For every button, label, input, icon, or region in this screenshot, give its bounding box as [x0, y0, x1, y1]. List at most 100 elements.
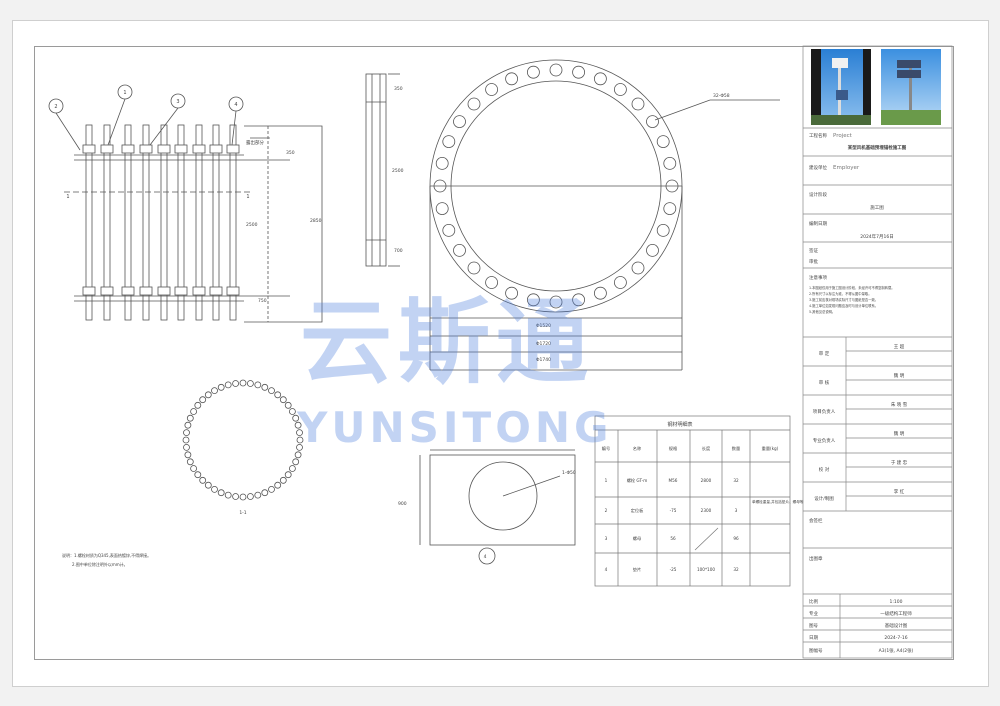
flange-bolt-hole [442, 135, 456, 149]
tb-note-3: 3.施工前应核对现场实际尺寸与图纸是否一致。 [809, 297, 878, 302]
flange-bolt-hole [442, 223, 456, 237]
flange-bolt-hole [572, 293, 585, 307]
flange-plan [429, 59, 780, 371]
flange-bolt-hole [572, 65, 585, 79]
flange-bolt-hole [663, 202, 677, 216]
tb-role-name-1: 魏 明 [894, 372, 905, 379]
flange-bolt-hole [467, 261, 481, 275]
drawing-note-1: 说明：1.螺栓材质为Q345,表面热镀锌,不得焊接。 [62, 552, 151, 558]
ring-bolt [211, 485, 218, 493]
flange-bolt-hole [549, 295, 563, 309]
mt-r1-c2: -75 [670, 508, 677, 513]
flange-bolt-hole [594, 286, 607, 300]
plate-balloon: 4 [484, 554, 487, 560]
mt-head-0: 编号 [602, 445, 610, 452]
flange-bolt-hole [549, 63, 563, 77]
tb-stage-value: 施工图 [870, 204, 884, 211]
tb-project-label: 工程名称 [809, 132, 827, 139]
nuts-bottom [82, 286, 240, 296]
ring-bolt [292, 458, 300, 466]
ring-bolt [190, 408, 198, 415]
tb-revision-label: 出图章 [809, 555, 823, 562]
tb-role-2: 项目负责人 [813, 408, 836, 415]
flange-bolt-hole [453, 243, 466, 257]
flange-bolt-hole [435, 202, 449, 216]
balloon-4: 4 [234, 102, 237, 108]
tb-date-label: 编制日期 [809, 220, 827, 227]
mt-head-5: 重量(kg) [762, 445, 779, 452]
ring-bolt [184, 421, 192, 429]
tb-sign-label: 会签栏 [809, 517, 823, 524]
flange-bolt-hole [453, 115, 466, 128]
tb-stage-label: 设计阶段 [809, 191, 827, 198]
ring-bolt [199, 476, 207, 484]
balloon-1: 1 [123, 90, 126, 96]
ring-bolt [190, 465, 198, 472]
bolt-ring-section [182, 379, 304, 501]
ring-bolt [239, 493, 247, 501]
ring-bolt [292, 414, 300, 422]
ring-bolt [279, 476, 287, 484]
section-mark-right: 1 [246, 194, 249, 200]
bolt-rods [85, 124, 237, 321]
flange-bolt-hole [467, 97, 481, 111]
flange-dia-3: Φ1740 [536, 357, 551, 363]
mt-r0-c0: 1 [605, 478, 608, 483]
bolt-dim-350: 350 [286, 150, 295, 156]
mt-r0-c2: M56 [669, 478, 678, 483]
ring-bolt [199, 396, 207, 404]
ring-bolt [183, 443, 190, 451]
tb-role-0: 审 定 [819, 350, 830, 357]
section-mark-left: 1 [66, 194, 69, 200]
flange-bolt-hole [505, 286, 519, 300]
mt-head-3: 长度 [702, 445, 711, 452]
rod-detail [365, 73, 400, 267]
tb-footer-label-4: 图幅号 [809, 647, 823, 654]
ring-bolt [294, 451, 302, 459]
ring-bolt [288, 408, 296, 415]
mt-r2-c2: 56 [670, 536, 676, 541]
drawing-note-2: 2.图中单位除注明外以mm计。 [72, 561, 128, 567]
mt-r3-c3: 100*100 [697, 567, 715, 572]
tb-footer-value-4: A3(1张, A4(2张) [879, 647, 914, 654]
flange-bolt-hole [646, 115, 659, 128]
flange-callout: 32-Φ58 [713, 93, 730, 99]
tb-role-3: 专业负责人 [813, 437, 836, 444]
flange-bolt-hole [485, 276, 499, 289]
tb-role-name-0: 王 超 [894, 343, 905, 350]
tb-client-en: Employer [833, 165, 860, 171]
mt-r2-c0: 3 [605, 536, 608, 541]
drawing-sheet [12, 20, 989, 687]
ring-bolt [186, 458, 194, 466]
mt-r1-c4: 3 [735, 508, 738, 513]
flange-bolt-hole [665, 179, 679, 193]
tb-footer-label-1: 专业 [809, 610, 818, 617]
ring-bolt [224, 381, 232, 389]
flange-bolt-hole [631, 261, 645, 275]
mt-r0-c1: 螺栓 GT-m [627, 477, 648, 484]
mt-r3-c1: 垫片 [633, 566, 641, 573]
ring-bolt [268, 485, 275, 493]
tb-footer-label-2: 图号 [809, 623, 818, 629]
tb-role-name-4: 于 建 忠 [891, 459, 908, 466]
tb-notes-label: 注意事项 [809, 274, 827, 281]
tb-date-value: 2024年7月16日 [860, 233, 894, 240]
rod-dim-350: 350 [394, 86, 403, 92]
tb-role-name-5: 李 红 [894, 488, 905, 495]
balloon-circles [48, 84, 244, 151]
ring-bolt [204, 481, 212, 489]
tb-note-5: 5.其他见总说明。 [809, 309, 835, 314]
tb-note-2: 2.所有尺寸以标注为准，不得从图中量取。 [809, 291, 872, 296]
ring-bolt [296, 436, 304, 444]
ring-bolt [296, 429, 303, 437]
flange-bolt-hole [646, 243, 659, 257]
mt-weight-note: 单螺栓重量,并包括垫片、螺母等 [752, 499, 804, 504]
tb-client-label: 建设单位 [809, 164, 827, 171]
tb-note-4: 4.施工单位如发现问题应及时与设计单位联系。 [809, 303, 878, 308]
balloon-3: 3 [176, 99, 179, 105]
material-table-title: 钢材明细表 [667, 421, 692, 428]
bolt-group-elevation [64, 124, 323, 323]
ring-bolt [274, 481, 282, 489]
ring-bolt [224, 491, 232, 499]
